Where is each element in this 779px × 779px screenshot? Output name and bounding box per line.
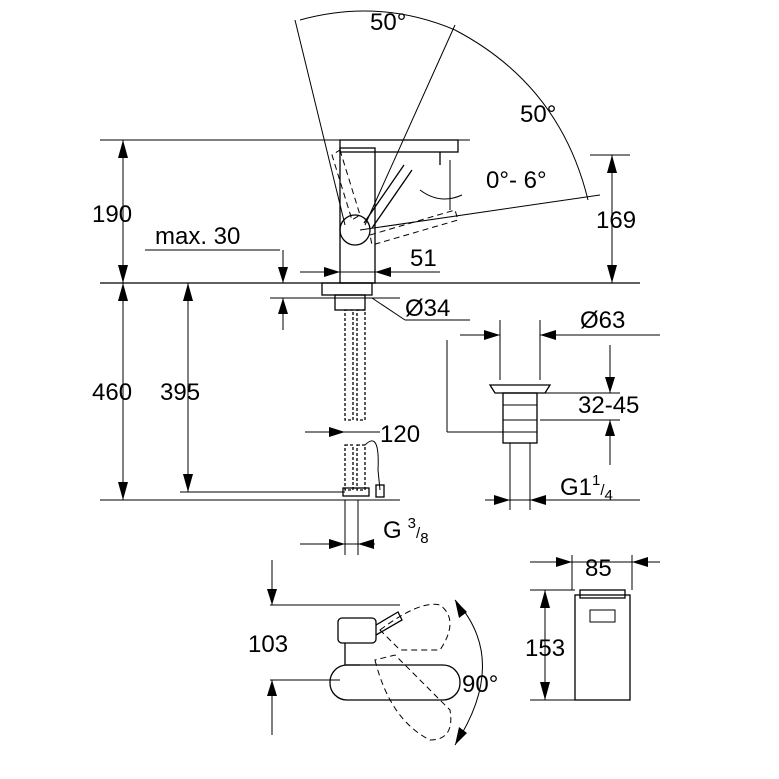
- height-total-label: 190: [92, 201, 132, 228]
- hose-thread-den: 8: [420, 530, 428, 547]
- waste-thread-den: 4: [605, 487, 613, 504]
- hose-offset-label: 120: [380, 421, 420, 448]
- hole-diameter-label: Ø34: [405, 295, 450, 322]
- waste-thread-text: G1: [560, 474, 592, 501]
- waste-thread-num: 1: [592, 472, 600, 489]
- angle-right-label: 50°: [520, 101, 556, 128]
- spout-height-label: 169: [596, 207, 636, 234]
- hose-length-label: 395: [160, 379, 200, 406]
- waste-thread-label: G11/4: [560, 472, 613, 504]
- max-thickness-label: max. 30: [155, 223, 240, 250]
- below-counter-label: 460: [92, 379, 132, 406]
- plan-depth-label: 103: [248, 631, 288, 658]
- tilt-range-label: 0°- 6°: [486, 167, 547, 194]
- side-width-label: 85: [585, 555, 612, 582]
- angle-top-label: 50°: [370, 9, 406, 36]
- hose-thread-num: 3: [408, 515, 416, 532]
- hose-thread-text: G: [383, 517, 402, 544]
- side-height-label: 153: [525, 635, 565, 662]
- angle-arc-right: [454, 29, 589, 201]
- spout-base-label: 51: [410, 245, 437, 272]
- counter-thickness-label: 32-45: [578, 392, 639, 419]
- swivel-angle-label: 90°: [462, 671, 498, 698]
- waste-diameter-label: Ø63: [580, 307, 625, 334]
- angle-arc-top: [299, 10, 456, 31]
